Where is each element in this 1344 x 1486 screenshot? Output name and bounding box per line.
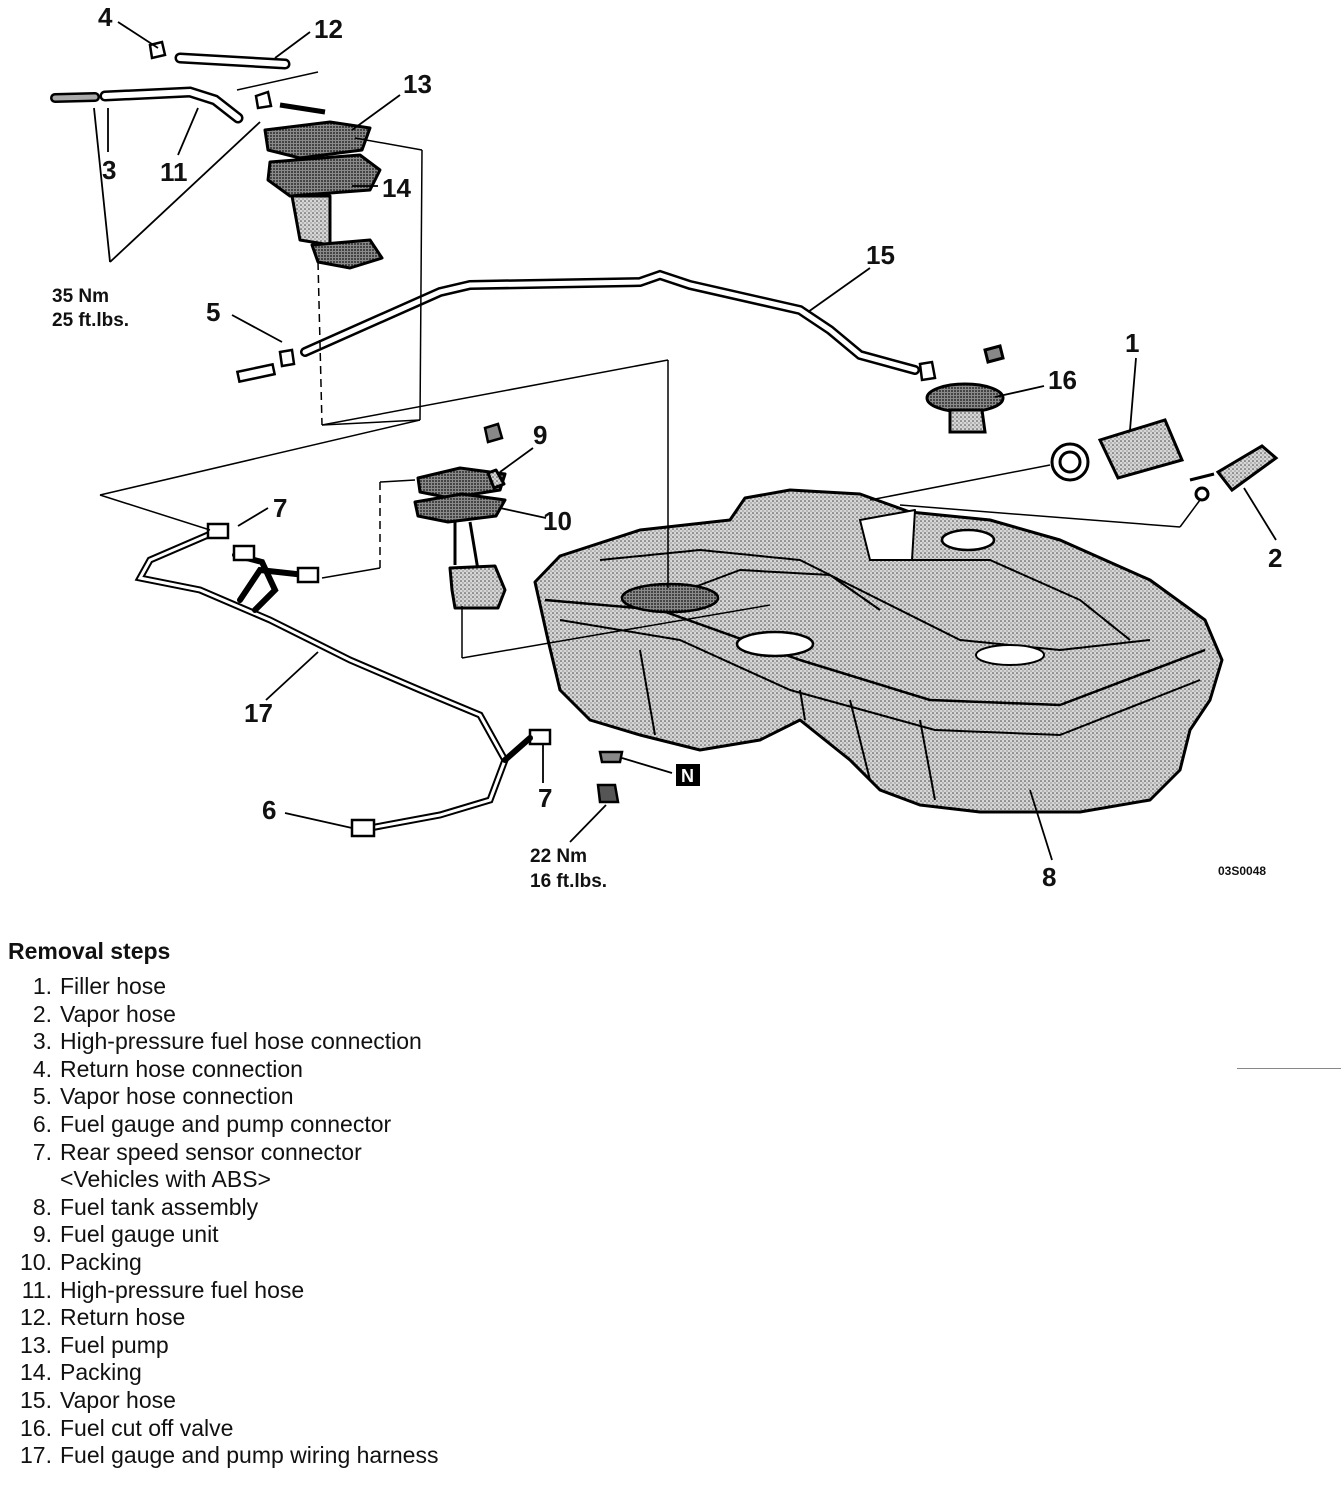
removal-step: 13. Fuel pump xyxy=(8,1332,708,1360)
removal-step-text: Vapor hose xyxy=(60,1386,176,1413)
removal-step-number xyxy=(8,1166,60,1194)
removal-step-number: 3. xyxy=(32,1028,52,1055)
removal-step-number: 16. xyxy=(20,1414,52,1441)
wiring-harness xyxy=(134,522,552,838)
removal-step-text: Fuel cut off valve xyxy=(60,1414,234,1441)
removal-step: 11. High-pressure fuel hose xyxy=(8,1277,708,1305)
removal-step: 14. Packing xyxy=(8,1359,708,1387)
callout-7-lower: 7 xyxy=(538,783,552,813)
fuel-tank-exploded-diagram: 4 12 13 3 11 14 5 15 1 16 9 7 10 2 17 7 … xyxy=(50,2,1282,892)
removal-step-text: Vapor hose connection xyxy=(60,1083,294,1110)
removal-step: 5. Vapor hose connection xyxy=(8,1083,708,1111)
removal-step: 7. Rear speed sensor connector xyxy=(8,1139,708,1167)
removal-step-text: Filler hose xyxy=(60,973,167,999)
removal-step-text: High-pressure fuel hose connection xyxy=(60,1028,422,1055)
removal-step-text: Fuel tank assembly xyxy=(60,1193,259,1220)
vapor-hose-15 xyxy=(300,269,920,375)
removal-steps-list: 1. Filler hose 2. Vapor hose 3. High-pressure… xyxy=(8,973,708,1470)
figure-id: 03S0048 xyxy=(1218,864,1266,878)
removal-step: 2. Vapor hose xyxy=(8,1001,708,1029)
leader-lines xyxy=(93,21,1277,861)
removal-step: 17. Fuel gauge and pump wiring harness xyxy=(8,1442,708,1470)
guide-lines xyxy=(99,71,1201,659)
callout-12: 12 xyxy=(314,14,343,44)
callout-1: 1 xyxy=(1125,328,1139,358)
removal-step-text: Fuel gauge and pump connector xyxy=(60,1110,392,1137)
removal-step-number: 10. xyxy=(20,1248,52,1275)
removal-step-number: 1. xyxy=(32,973,52,999)
removal-step-number: 7. xyxy=(32,1138,52,1165)
removal-step-number: 4. xyxy=(32,1055,52,1082)
callout-7-upper: 7 xyxy=(273,493,287,523)
removal-step-text: High-pressure fuel hose xyxy=(60,1276,305,1303)
removal-step-number: 14. xyxy=(20,1359,52,1386)
removal-step: 10. Packing xyxy=(8,1249,708,1277)
removal-step: 9. Fuel gauge unit xyxy=(8,1221,708,1249)
removal-step-number: 13. xyxy=(20,1331,52,1358)
removal-step: 4. Return hose connection xyxy=(8,1056,708,1084)
badge-label: N xyxy=(681,766,694,786)
removal-step: 1. Filler hose xyxy=(8,973,708,1001)
removal-step-text: Fuel gauge unit xyxy=(60,1221,219,1248)
removal-step: 12. Return hose xyxy=(8,1304,708,1332)
fuel-cut-off-valve xyxy=(925,344,1005,434)
removal-step-text: Fuel pump xyxy=(60,1331,169,1358)
non-reusable-badge: N xyxy=(676,764,700,786)
removal-step-text: Packing xyxy=(60,1359,142,1386)
callout-2: 2 xyxy=(1268,543,1282,573)
removal-steps-title: Removal steps xyxy=(8,938,171,964)
removal-step-number: 17. xyxy=(20,1442,52,1469)
removal-step-number: 2. xyxy=(32,1000,52,1027)
fuel-gauge-unit xyxy=(413,466,507,610)
callout-9: 9 xyxy=(533,420,547,450)
callout-5: 5 xyxy=(206,297,220,327)
removal-step-text: Fuel gauge and pump wiring harness xyxy=(60,1442,439,1469)
removal-step-text: Packing xyxy=(60,1248,142,1275)
removal-step: <Vehicles with ABS> xyxy=(8,1166,708,1194)
removal-step: 6. Fuel gauge and pump connector xyxy=(8,1111,708,1139)
removal-step-text: Return hose xyxy=(60,1304,186,1331)
callout-16: 16 xyxy=(1048,365,1077,395)
callout-17: 17 xyxy=(244,698,273,728)
callout-8: 8 xyxy=(1042,862,1056,892)
removal-step-number: 8. xyxy=(32,1193,52,1220)
fasteners xyxy=(148,40,1215,804)
removal-step-text: Vapor hose xyxy=(60,1000,176,1027)
torque-upper-nm: 35 Nm xyxy=(52,286,109,307)
removal-step-number: 11. xyxy=(21,1276,52,1303)
callout-3: 3 xyxy=(102,155,116,185)
removal-step: 3. High-pressure fuel hose connection xyxy=(8,1028,708,1056)
fuel-tank xyxy=(533,488,1224,814)
removal-step-number: 9. xyxy=(32,1221,52,1248)
callout-13: 13 xyxy=(403,69,432,99)
filler-hose xyxy=(1050,418,1185,482)
callout-6: 6 xyxy=(262,795,276,825)
removal-step-number: 12. xyxy=(20,1304,52,1331)
callout-11: 11 xyxy=(160,157,188,187)
removal-step-number: 15. xyxy=(20,1386,52,1413)
torque-lower-nm: 22 Nm xyxy=(530,846,587,867)
callout-15: 15 xyxy=(866,240,895,270)
fuel-pump xyxy=(263,102,384,270)
removal-step-text: <Vehicles with ABS> xyxy=(60,1166,271,1193)
high-pressure-fuel-hose xyxy=(50,86,244,124)
removal-step-text: Return hose connection xyxy=(60,1055,303,1082)
vapor-hose-2 xyxy=(1194,444,1279,502)
removal-step: 16. Fuel cut off valve xyxy=(8,1415,708,1443)
margin-divider xyxy=(1237,1068,1341,1069)
torque-upper-ftlbs: 25 ft.lbs. xyxy=(52,310,129,331)
callout-10: 10 xyxy=(543,506,572,536)
return-hose xyxy=(174,52,291,70)
removal-step-text: Rear speed sensor connector xyxy=(60,1138,362,1165)
removal-step-number: 5. xyxy=(32,1083,52,1110)
torque-lower-ftlbs: 16 ft.lbs. xyxy=(530,871,607,892)
callout-4: 4 xyxy=(98,2,113,32)
removal-step-number: 6. xyxy=(32,1110,52,1137)
removal-step: 15. Vapor hose xyxy=(8,1387,708,1415)
callout-14: 14 xyxy=(382,173,411,203)
removal-step: 8. Fuel tank assembly xyxy=(8,1194,708,1222)
